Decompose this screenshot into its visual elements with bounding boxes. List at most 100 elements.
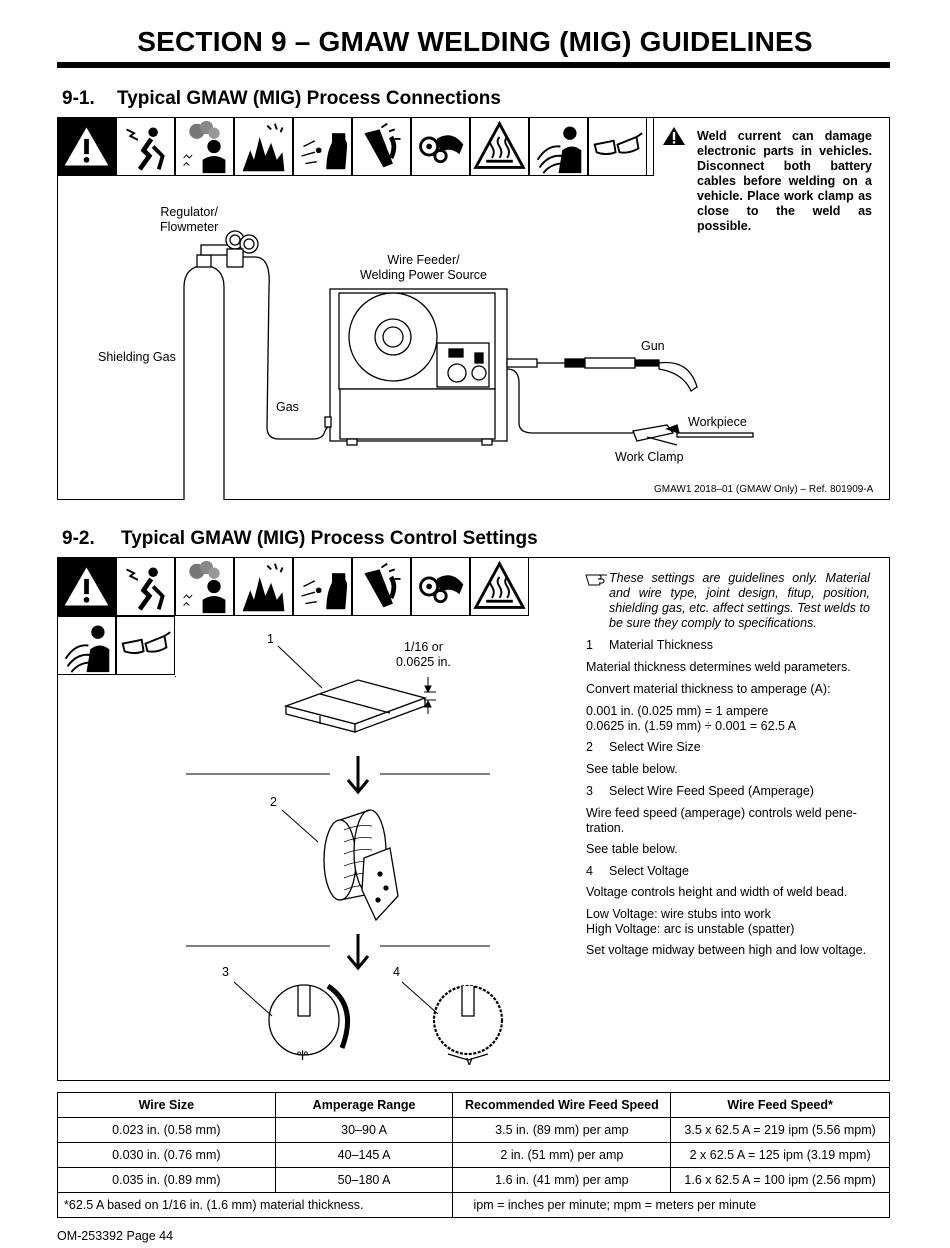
hot-parts-icon: [352, 557, 411, 616]
material-plate: [283, 679, 428, 733]
step-1-title: Material Thickness: [609, 638, 713, 652]
paragraph: See table below.: [586, 762, 678, 776]
table-cell: 50–180 A: [274, 1167, 454, 1193]
welding-power-source: [324, 288, 508, 446]
section2-number: 9-2.: [62, 528, 95, 549]
label-wire-feeder: Wire Feeder/ Welding Power Source: [360, 253, 487, 282]
warning-note-text: Weld current can damage electronic parts…: [697, 129, 872, 233]
callout-2-leader: [281, 809, 319, 843]
paragraph: See table below.: [586, 842, 678, 856]
step-4-title: Select Voltage: [609, 864, 689, 878]
title-rule: [57, 62, 890, 68]
page-title: SECTION 9 – GMAW WELDING (MIG) GUIDELINE…: [137, 26, 813, 57]
step-1-num: 1: [586, 638, 593, 652]
step-2-title: Select Wire Size: [609, 740, 701, 754]
welding-gun: [506, 357, 698, 392]
wire-settings-table: Wire Size Amperage Range Recommended Wir…: [56, 1092, 890, 1218]
fumes-icon: [175, 117, 234, 176]
arc-rays-icon: [293, 117, 352, 176]
down-arrow-icon: [346, 756, 370, 795]
fumes-icon: [175, 557, 234, 616]
amperage-symbol: ᵒ|ᵒ: [297, 1050, 309, 1061]
warning-icon: [57, 117, 116, 176]
control-settings-diagram: [186, 645, 504, 1061]
table-cell: 1.6 in. (41 mm) per amp: [452, 1167, 672, 1193]
electric-shock-icon: [116, 117, 175, 176]
table-cell: 40–145 A: [274, 1142, 454, 1168]
step-3-title: Select Wire Feed Speed (Amperage): [609, 784, 814, 798]
page-footer: OM-253392 Page 44: [57, 1229, 174, 1243]
step-2-num: 2: [586, 740, 593, 754]
paragraph: Material thickness determines weld param…: [586, 660, 851, 674]
radiation-icon: [529, 117, 588, 176]
table-cell: 2 x 62.5 A = 125 ipm (3.19 mpm): [670, 1142, 890, 1168]
table-header: Recommended Wire Feed Speed: [452, 1092, 672, 1118]
arc-rays-icon: [293, 557, 352, 616]
label-work-clamp: Work Clamp: [615, 450, 684, 464]
label-workpiece: Workpiece: [688, 415, 747, 429]
callout-1: 1: [267, 632, 274, 646]
hot-parts-icon: [352, 117, 411, 176]
callout-3-leader: [233, 981, 273, 1017]
fire-icon: [234, 557, 293, 616]
warning-note-icon: [662, 126, 686, 151]
section1-number: 9-1.: [62, 88, 95, 109]
radiation-icon: [57, 616, 116, 675]
table-row: 0.023 in. (0.58 mm) 30–90 A 3.5 in. (89 …: [57, 1117, 890, 1143]
process-connections-diagram: [183, 230, 754, 500]
label-gas: Gas: [276, 400, 299, 414]
pointing-hand-icon: [585, 570, 609, 591]
table-header: Wire Size: [57, 1092, 276, 1118]
section2-heading: Typical GMAW (MIG) Process Control Setti…: [121, 528, 538, 549]
paragraph: Wire feed speed (amperage) controls weld…: [586, 806, 857, 835]
fire-icon: [234, 117, 293, 176]
section1-heading: Typical GMAW (MIG) Process Connections: [117, 88, 501, 109]
voltage-knob: [432, 984, 504, 1061]
table-footnote-row: *62.5 A based on 1/16 in. (1.6 mm) mater…: [56, 1192, 890, 1218]
thickness-indicator: [424, 677, 436, 714]
step-3-num: 3: [586, 784, 593, 798]
work-clamp: [632, 424, 680, 446]
label-shielding-gas: Shielding Gas: [98, 350, 176, 364]
voltage-symbol: V: [466, 1057, 473, 1068]
moving-parts-icon: [411, 557, 470, 616]
label-gun: Gun: [641, 339, 665, 353]
paragraph: Voltage controls height and width of wel…: [586, 885, 848, 899]
label-regulator: Regulator/ Flowmeter: [160, 205, 219, 234]
settings-note: These settings are guidelines only. Mate…: [609, 571, 870, 630]
callout-2: 2: [270, 795, 277, 809]
gas-cylinder: [183, 254, 225, 500]
warning-icon: [57, 557, 116, 616]
table-header: Amperage Range: [274, 1092, 454, 1118]
regulator: [200, 230, 259, 268]
table-cell: 30–90 A: [274, 1117, 454, 1143]
table-header: Wire Feed Speed*: [670, 1092, 890, 1118]
thickness-label: 1/16 or 0.0625 in.: [396, 640, 451, 669]
callout-4-leader: [401, 981, 439, 1015]
callout-1-leader: [277, 645, 323, 689]
moving-parts-icon: [411, 117, 470, 176]
table-header-row: Wire Size Amperage Range Recommended Wir…: [57, 1092, 890, 1118]
wire-spool: [323, 809, 399, 922]
table-cell: 3.5 in. (89 mm) per amp: [452, 1117, 672, 1143]
table-cell: 2 in. (51 mm) per amp: [452, 1142, 672, 1168]
safety-glasses-icon: [116, 616, 175, 675]
down-arrow-icon: [346, 934, 370, 971]
workpiece: [676, 432, 754, 438]
hot-surface-icon: [470, 557, 529, 616]
step-4-num: 4: [586, 864, 593, 878]
table-row: 0.035 in. (0.89 mm) 50–180 A 1.6 in. (41…: [57, 1167, 890, 1193]
electric-shock-icon: [116, 557, 175, 616]
conversion-formula: 0.001 in. (0.025 mm) = 1 ampere 0.0625 i…: [586, 704, 797, 733]
table-footnote: *62.5 A based on 1/16 in. (1.6 mm) mater…: [56, 1192, 454, 1218]
paragraph: Set voltage midway between high and low …: [586, 943, 867, 957]
icon-row-end: [647, 117, 654, 176]
callout-3: 3: [222, 965, 229, 979]
paragraph: Convert material thickness to amperage (…: [586, 682, 831, 696]
table-row: 0.030 in. (0.76 mm) 40–145 A 2 in. (51 m…: [57, 1142, 890, 1168]
safety-glasses-icon: [588, 117, 647, 176]
callout-4: 4: [393, 965, 400, 979]
table-cell: 3.5 x 62.5 A = 219 ipm (5.56 mpm): [670, 1117, 890, 1143]
table-cell: 0.023 in. (0.58 mm): [57, 1117, 276, 1143]
paragraph: Low Voltage: wire stubs into work High V…: [586, 907, 795, 936]
